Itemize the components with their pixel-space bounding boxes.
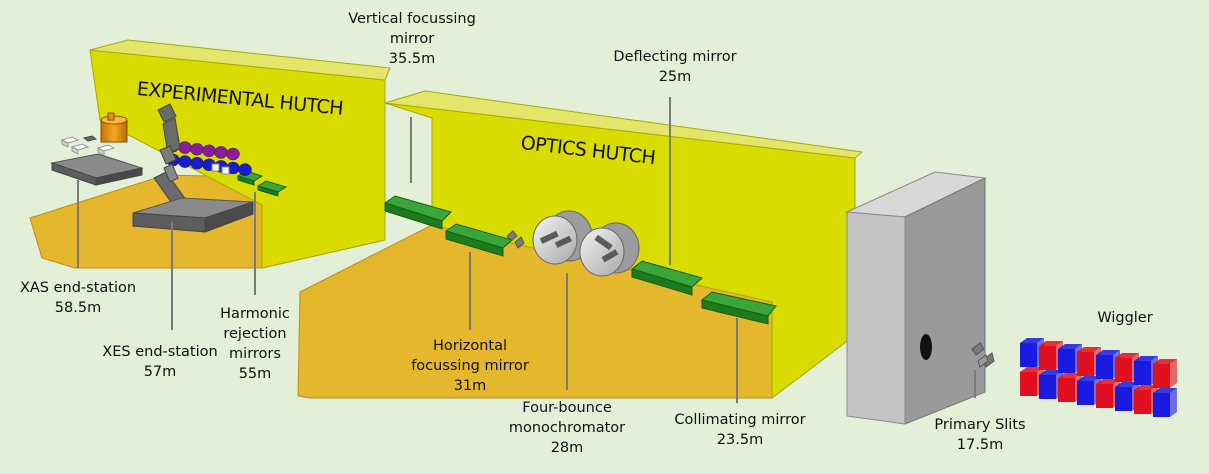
analyser-crystal (190, 156, 204, 170)
sample-cube (221, 166, 230, 175)
label-horizontal-line2: focussing mirror (411, 358, 529, 374)
label-vertical-focussing-mirror-line2: mirror (389, 31, 435, 47)
label-harmonic-distance: 55m (238, 366, 272, 382)
analyser-crystal (190, 142, 204, 156)
label-mono-line2: monochromator (508, 420, 626, 436)
analyser-crystal (178, 141, 192, 154)
label-vertical-focussing-mirror-distance: 35.5m (388, 51, 436, 67)
orange-detector-cylinder (100, 112, 128, 143)
sample-cube (211, 163, 220, 172)
label-horizontal-line1: Horizontal (432, 338, 508, 354)
xas-sample-blocks (60, 135, 116, 156)
vertical-focussing-mirror (383, 195, 452, 230)
label-deflecting-mirror: Deflecting mirror 25m (590, 47, 760, 87)
label-mono-distance: 28m (550, 440, 584, 456)
collimating-mirror (700, 291, 777, 325)
leader-lines (77, 97, 976, 403)
label-four-bounce-monochromator: Four-bounce monochromator 28m (497, 398, 637, 458)
xas-end-station-table (50, 153, 144, 186)
analyser-crystal (214, 146, 228, 159)
xes-end-station-table (132, 197, 254, 233)
label-xas-end-station-distance: 58.5m (54, 300, 102, 316)
label-horizontal-focussing-mirror: Horizontal focussing mirror 31m (395, 336, 545, 396)
deflecting-mirror (630, 260, 704, 296)
beam-aperture (920, 334, 932, 360)
label-harmonic-line2: rejection (223, 326, 287, 342)
label-primary-slits-line1: Primary Slits (934, 417, 1026, 433)
analyser-crystal (178, 155, 192, 168)
label-vertical-focussing-mirror: Vertical focussing mirror 35.5m (322, 9, 502, 69)
label-horizontal-distance: 31m (453, 378, 487, 394)
label-collimating-distance: 23.5m (716, 432, 764, 448)
label-harmonic-rejection-mirrors: Harmonic rejection mirrors 55m (200, 304, 310, 384)
optics-hutch-roof (384, 90, 864, 159)
label-mono-line1: Four-bounce (522, 400, 612, 416)
four-bounce-monochromator (532, 210, 640, 277)
experimental-hutch-roof (89, 39, 391, 81)
label-primary-slits: Primary Slits 17.5m (920, 415, 1040, 455)
label-xes-end-station: XES end-station 57m (90, 342, 230, 382)
xes-detector-arm (153, 103, 187, 207)
label-deflecting-mirror-distance: 25m (658, 69, 692, 85)
primary-slits (971, 342, 995, 368)
label-primary-slits-distance: 17.5m (956, 437, 1004, 453)
wiggler-magnet-block (1153, 388, 1177, 417)
label-harmonic-line3: mirrors (229, 346, 281, 362)
label-collimating-mirror: Collimating mirror 23.5m (660, 410, 820, 450)
label-xas-end-station-line1: XAS end-station (19, 280, 137, 296)
analyser-crystal (238, 163, 252, 176)
label-deflecting-mirror-line1: Deflecting mirror (613, 49, 737, 65)
wiggler-magnet-block (1153, 359, 1177, 388)
horizontal-focussing-mirror (444, 223, 514, 257)
label-harmonic-line1: Harmonic (220, 306, 290, 322)
analyser-crystal (226, 147, 240, 161)
label-xes-end-station-distance: 57m (143, 364, 177, 380)
label-xas-end-station: XAS end-station 58.5m (8, 278, 148, 318)
analyser-crystal (202, 144, 216, 158)
label-xes-end-station-line1: XES end-station (102, 344, 218, 360)
label-vertical-focussing-mirror-line1: Vertical focussing (348, 11, 476, 27)
shield-wall (845, 171, 987, 425)
label-wiggler: Wiggler (1097, 310, 1153, 326)
label-collimating-line1: Collimating mirror (674, 412, 806, 428)
wiggler-magnet-array (1020, 338, 1177, 417)
